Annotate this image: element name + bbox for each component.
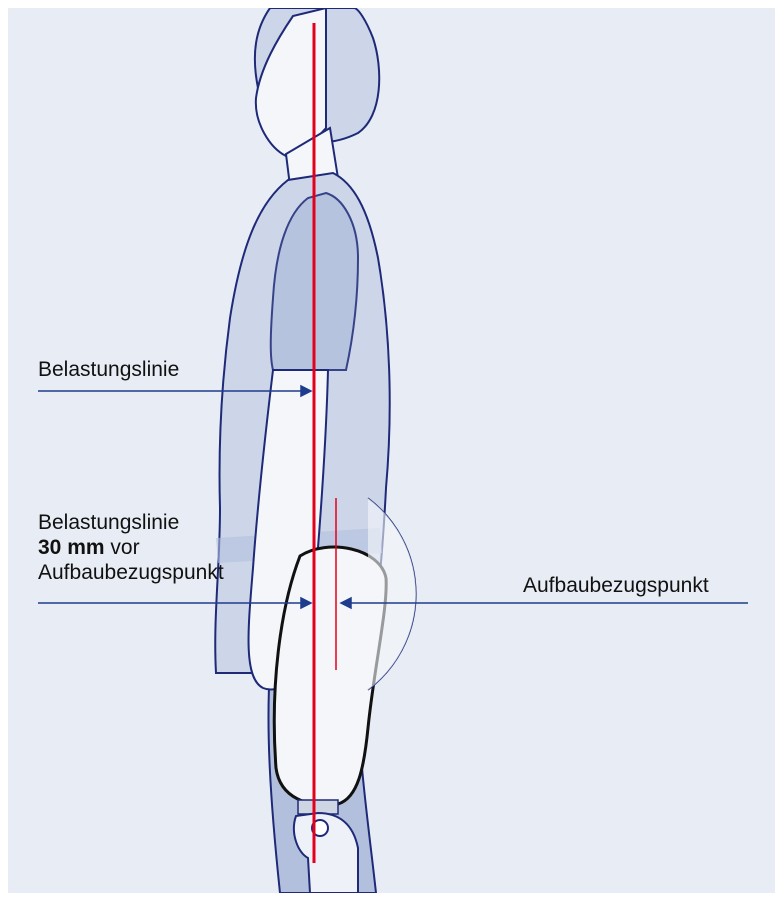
label-offset-line1: Belastungslinie: [38, 511, 179, 535]
offset-word: vor: [110, 536, 139, 559]
knee-connector: [298, 800, 338, 814]
label-belastungslinie: Belastungslinie: [38, 358, 179, 382]
reference-arc-fill: [368, 498, 416, 690]
offset-value: 30 mm: [38, 536, 105, 559]
diagram-panel: Belastungslinie Belastungslinie 30 mm vo…: [8, 8, 775, 893]
label-offset-line3: Aufbaubezugspunkt: [38, 561, 224, 585]
label-offset-line2: 30 mm vor: [38, 536, 140, 560]
prosthesis-alignment-figure: [8, 8, 775, 893]
label-aufbaubezugspunkt: Aufbaubezugspunkt: [523, 574, 709, 598]
